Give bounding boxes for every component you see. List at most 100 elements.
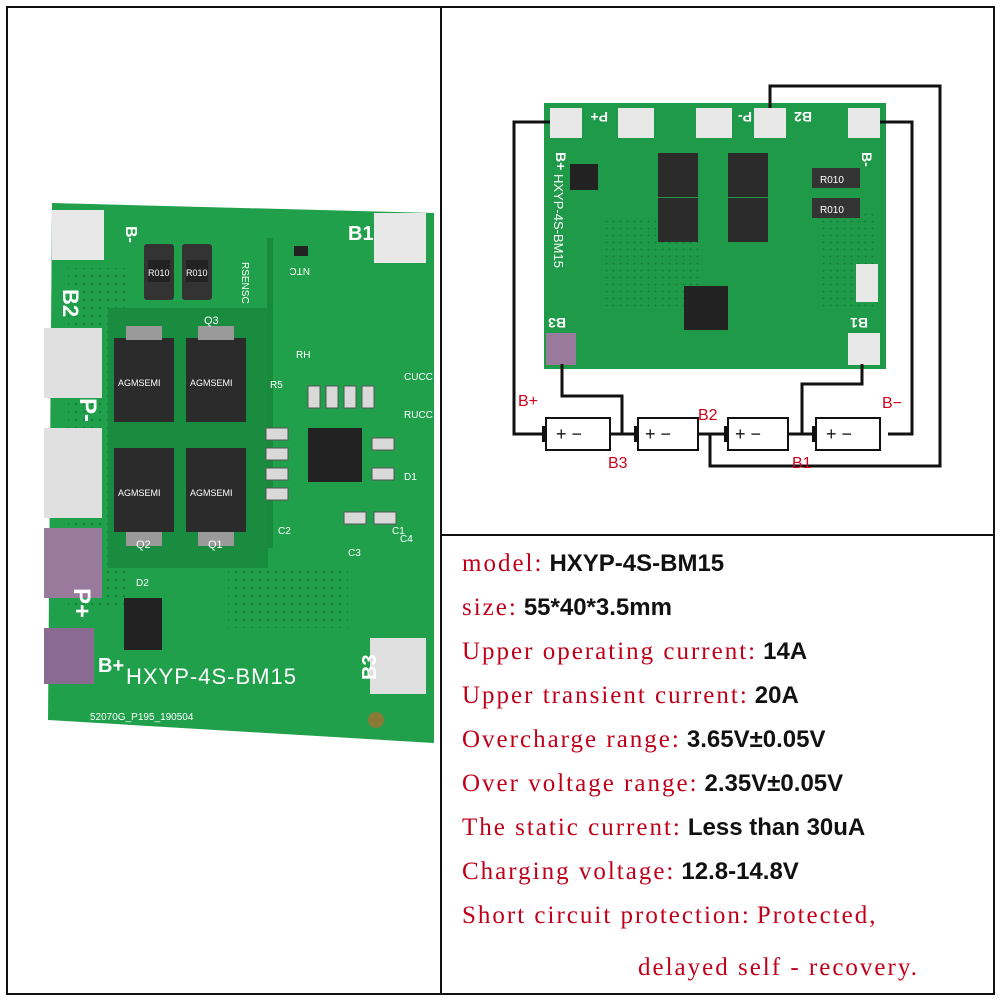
diag-silk-b-plus: B+ (553, 152, 569, 170)
diag-silk-b3: B3 (548, 315, 566, 331)
sense-resistor-2: R010 (812, 198, 860, 218)
silk-q1: Q1 (208, 539, 223, 551)
spec-row-overcharge: Overcharge range:3.65V±0.05V (462, 726, 825, 754)
specs-panel: model:HXYP-4S-BM15 size:55*40*3.5mm Uppe… (440, 534, 995, 995)
pad-b3 (546, 333, 576, 365)
silk-r010-1: R010 (148, 268, 170, 278)
silk-ntc: NTC (289, 265, 310, 276)
silk-b1: B1 (348, 223, 374, 245)
silk-r5: R5 (270, 380, 283, 391)
svg-text:R010: R010 (820, 205, 844, 216)
silk-c3: C3 (348, 548, 361, 559)
spec-row-charging-voltage: Charging voltage:12.8-14.8V (462, 858, 799, 886)
pad-b-minus (848, 108, 880, 138)
controller-ic (308, 428, 362, 482)
wiring-diagram: R010 R010 P+ P- B2 B- B3 B1 B+ HXYP-4S-B… (512, 84, 942, 472)
mosfet-q4 (186, 448, 246, 546)
label-b-plus: B+ (518, 393, 538, 410)
mosfet-q3 (114, 448, 174, 546)
silk-rucc: RUCC (404, 410, 433, 421)
silk-brand-2: AGMSEMI (190, 378, 233, 388)
silk-d1: D1 (404, 472, 417, 483)
spec-label: Overcharge range: (462, 726, 681, 753)
spec-value: delayed self - recovery. (638, 954, 919, 981)
silk-rh: RH (296, 350, 310, 361)
spec-value: Protected, (756, 902, 878, 929)
silk-b2: B2 (58, 289, 83, 317)
pad-b2 (44, 328, 102, 398)
spec-value: 55*40*3.5mm (523, 594, 672, 621)
diag-silk-b-minus: B- (859, 152, 875, 167)
silk-r010-2: R010 (186, 268, 208, 278)
diag-silk-p-plus: P+ (590, 109, 608, 125)
spec-value: 20A (754, 682, 799, 709)
sense-resistor-1: R010 (812, 168, 860, 188)
spec-row-transient-current: Upper transient current:20A (462, 682, 799, 710)
spec-value: 2.35V±0.05V (704, 770, 844, 797)
silk-brand-4: AGMSEMI (190, 488, 233, 498)
controller-ic (684, 286, 728, 330)
silk-b-plus: B+ (98, 655, 124, 677)
mosfet-q1 (186, 326, 246, 422)
battery-cell-1: + − (542, 417, 611, 451)
diode (570, 164, 598, 190)
battery-cell-2: + − (634, 417, 699, 451)
pad-b-plus (44, 628, 94, 684)
silk-p-minus: P- (74, 398, 101, 422)
mounting-hole (368, 712, 384, 728)
svg-text:+ −: + − (556, 424, 582, 444)
silk-d2: D2 (136, 578, 149, 589)
ntc-sensor (294, 246, 308, 256)
spec-row-model: model:HXYP-4S-BM15 (462, 550, 724, 578)
silk-model: HXYP-4S-BM15 (126, 664, 297, 689)
silk-cucc: CUCC (404, 372, 433, 383)
mosfet-2 (728, 153, 768, 197)
silk-p-plus: P+ (68, 588, 95, 618)
spec-value: 14A (763, 638, 808, 665)
diag-silk-p-minus: P- (738, 109, 752, 125)
svg-text:R010: R010 (820, 175, 844, 186)
pad-p-plus-2 (618, 108, 654, 138)
diag-silk-b1: B1 (850, 315, 868, 331)
mosfet-4 (728, 198, 768, 242)
spec-value: HXYP-4S-BM15 (549, 550, 725, 577)
spec-label: model: (462, 550, 544, 577)
spec-label: Upper transient current: (462, 682, 749, 709)
label-b2: B2 (698, 407, 718, 424)
svg-text:+ −: + − (735, 424, 761, 444)
wires (512, 84, 942, 468)
board-photo-panel: B1 B3 B2 P- P+ B+ B- HXYP-4S-BM15 52070G… (6, 6, 442, 995)
spec-label: The static current: (462, 814, 682, 841)
pad-b1 (848, 333, 880, 365)
silk-brand-1: AGMSEMI (118, 378, 161, 388)
spec-label: size: (462, 594, 518, 621)
diag-silk-model: HXYP-4S-BM15 (551, 174, 566, 268)
spec-row-over-voltage: Over voltage range:2.35V±0.05V (462, 770, 843, 798)
sense-resistor-2 (182, 244, 212, 300)
battery-cell-4: + − (812, 417, 881, 451)
spec-value: Less than 30uA (687, 814, 866, 841)
spec-value: 3.65V±0.05V (686, 726, 826, 753)
pad-b1 (374, 213, 426, 263)
sense-resistor-1 (144, 244, 174, 300)
pad-b2 (754, 108, 786, 138)
spec-row-static-current: The static current:Less than 30uA (462, 814, 865, 842)
pad-p-minus (44, 428, 102, 518)
wiring-diagram-panel: R010 R010 P+ P- B2 B- B3 B1 B+ HXYP-4S-B… (440, 6, 995, 536)
silk-b-minus: B- (122, 226, 139, 243)
spec-label: Short circuit protection: (462, 902, 751, 929)
pad-b-minus (52, 210, 104, 260)
silk-c1: C1 (392, 526, 405, 537)
pad-b3 (370, 638, 426, 694)
pad-p-plus (44, 528, 102, 598)
silk-q2: Q2 (136, 539, 151, 551)
mosfet-q2 (114, 326, 174, 422)
label-b-minus: B− (882, 395, 902, 412)
silk-b3: B3 (359, 654, 381, 680)
svg-text:+ −: + − (645, 424, 671, 444)
silk-c4: C4 (400, 534, 413, 545)
silk-serial: 52070G_P195_190504 (90, 712, 194, 723)
spec-label: Charging voltage: (462, 858, 676, 885)
svg-text:+ −: + − (826, 424, 852, 444)
spec-row-operating-current: Upper operating current:14A (462, 638, 807, 666)
